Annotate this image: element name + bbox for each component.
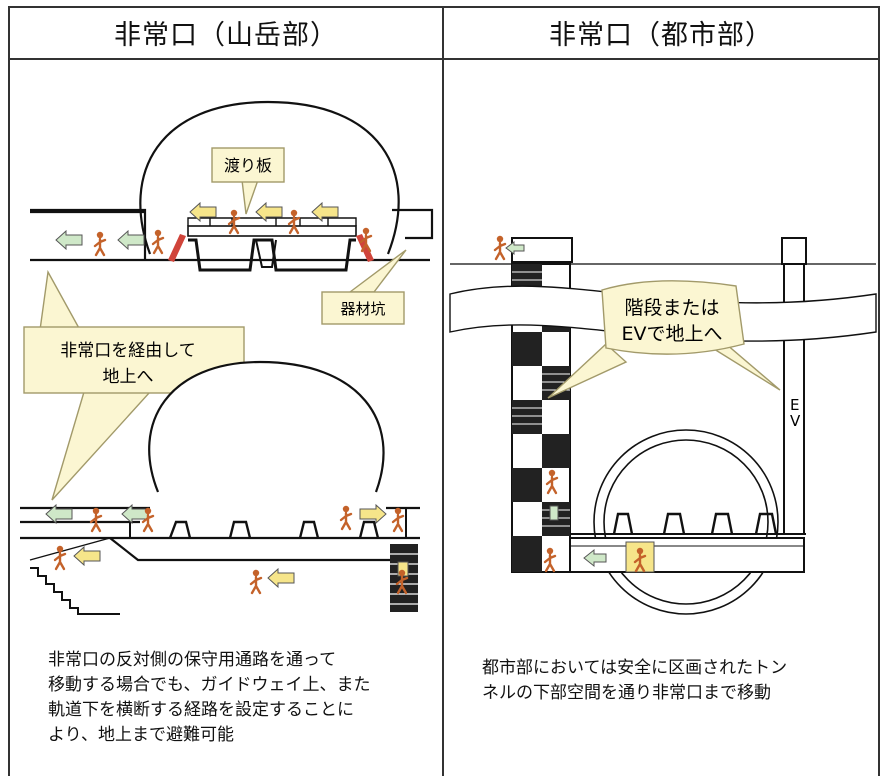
tunnel-dome-bottom — [148, 360, 385, 493]
stairs-left — [30, 567, 120, 615]
stair-flights — [512, 264, 570, 572]
guideway-deck — [187, 225, 357, 237]
callout-pointer-left — [547, 343, 628, 399]
table-divider — [442, 6, 444, 776]
passage-right-top — [392, 208, 434, 240]
lower-space — [569, 537, 805, 573]
callout-exit-line1: 非常口を経由して — [60, 341, 196, 361]
callout-pit-label: 器材坑 — [340, 300, 385, 318]
callout-exit-line2: 地上へ — [103, 367, 154, 387]
ev-label-v: V — [790, 412, 801, 430]
header-underline — [8, 58, 880, 60]
caption-line: 軌道下を横断する経路を設定することに — [48, 700, 354, 720]
callout-pit-pointer — [347, 249, 407, 293]
board-left — [168, 234, 186, 262]
callout-pointer-right — [703, 343, 781, 391]
bottom-guideway — [168, 520, 380, 539]
caption-line: より、地上まで避難可能 — [48, 725, 234, 745]
mountain-diagram: 渡り板 器材坑 非常口を経由して 地上へ — [20, 100, 434, 615]
table-border-right — [878, 6, 880, 776]
callout-board-label: 渡り板 — [224, 156, 272, 175]
callout-line2: EVで地上へ — [621, 323, 722, 345]
table-border-top — [8, 6, 880, 8]
guideway-trough — [188, 238, 356, 272]
callout-bubble — [601, 280, 745, 355]
caption-line: 非常口の反対側の保守用通路を通って — [48, 650, 337, 670]
table-border-left — [8, 6, 10, 776]
header-urban: 非常口（都市部） — [549, 19, 773, 51]
urban-caption: 都市部においては安全に区画されたトン ネルの下部空間を通り非常口まで移動 — [482, 656, 787, 706]
callout-line1: 階段または — [624, 297, 719, 319]
bottom-floor — [109, 537, 390, 562]
caption-line: 都市部においては安全に区画されたトン — [482, 658, 788, 678]
urban-diagram: E V 階段または EVで地上へ — [449, 234, 877, 615]
header-mountain: 非常口（山岳部） — [114, 19, 338, 51]
passage-left-top — [30, 208, 147, 260]
caption-line: ネルの下部空間を通り非常口まで移動 — [482, 683, 771, 703]
mountain-caption: 非常口の反対側の保守用通路を通って 移動する場合でも、ガイドウェイ上、また 軌道… — [48, 648, 371, 748]
caption-line: 移動する場合でも、ガイドウェイ上、また — [48, 675, 371, 695]
ev-label-e: E — [790, 396, 799, 414]
